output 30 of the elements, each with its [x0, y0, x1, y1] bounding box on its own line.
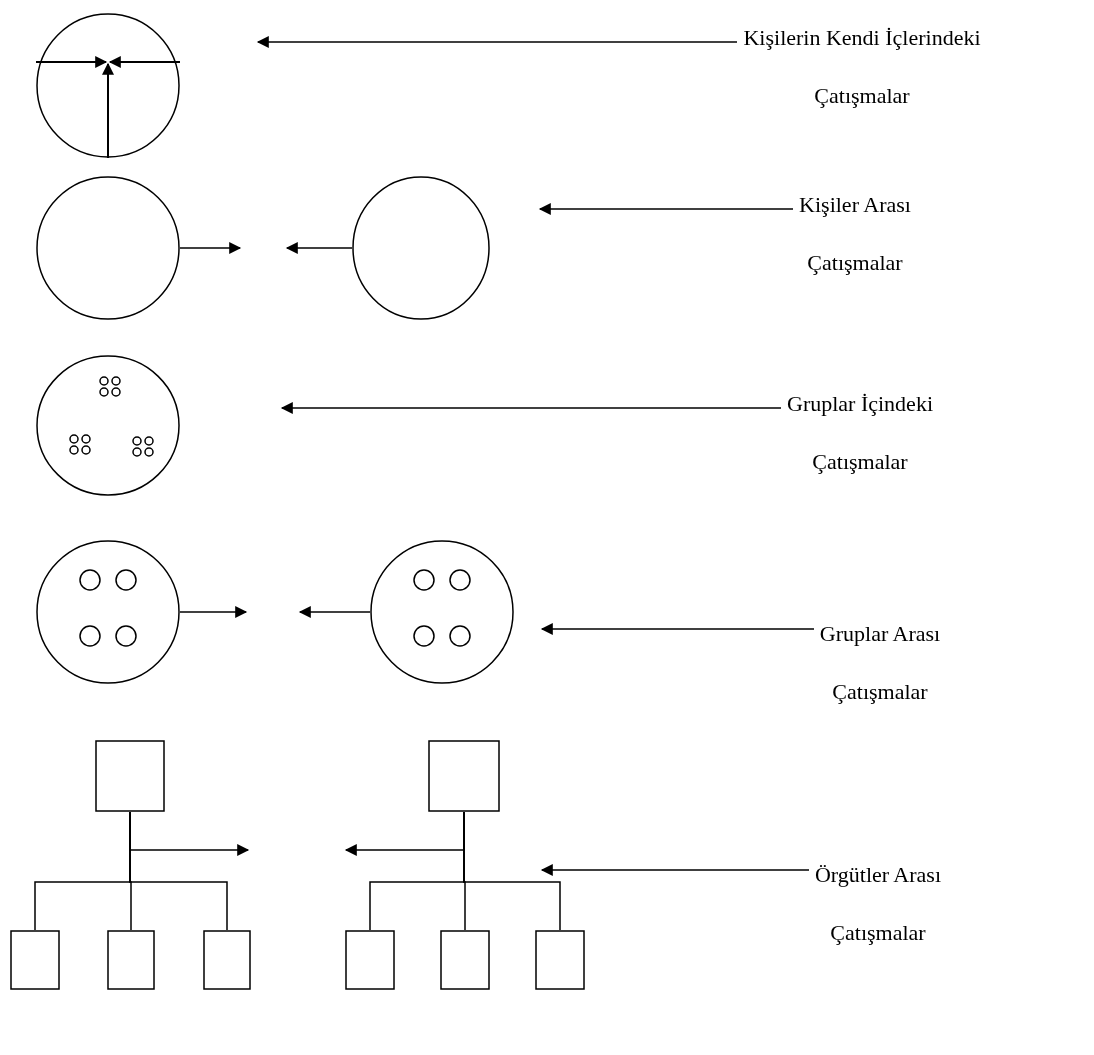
organization-box [428, 740, 500, 812]
unit-box [440, 930, 490, 990]
category-label: Kişilerin Kendi İçlerindeki Çatışmalar [716, 9, 1008, 125]
arrow [256, 36, 738, 48]
category-label: Örgütler Arası Çatışmalar [710, 846, 1046, 962]
arrow [285, 242, 353, 254]
unit-box [345, 930, 395, 990]
arrow [179, 242, 242, 254]
group-circle [36, 540, 180, 684]
connector-line [129, 811, 228, 931]
person-circle [352, 176, 490, 320]
unit-box [535, 930, 585, 990]
arrow [179, 606, 248, 618]
arrow [540, 864, 810, 876]
unit-box [203, 930, 251, 990]
category-label: Kişiler Arası Çatışmalar [716, 176, 994, 292]
connector-line [463, 811, 561, 931]
arrow [280, 402, 782, 414]
arrow [540, 623, 815, 635]
category-label: Gruplar İçindeki Çatışmalar [710, 375, 1010, 491]
unit-box [10, 930, 60, 990]
category-label: Gruplar Arası Çatışmalar [710, 605, 1050, 721]
arrow [298, 606, 371, 618]
organization-box [95, 740, 165, 812]
unit-box [107, 930, 155, 990]
group-circle [36, 355, 180, 496]
group-circle [370, 540, 514, 684]
arrow [538, 203, 794, 215]
individual-circle [36, 13, 180, 158]
person-circle [36, 176, 180, 320]
